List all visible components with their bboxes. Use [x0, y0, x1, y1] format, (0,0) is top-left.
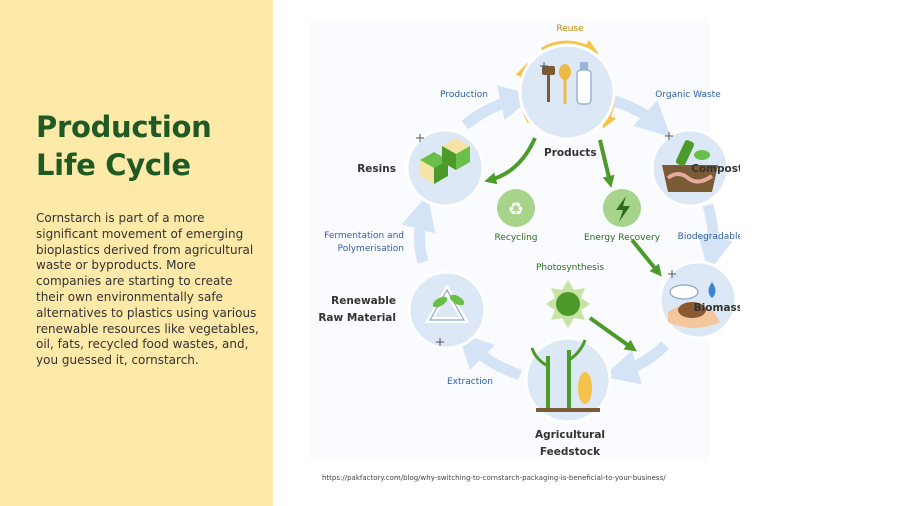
- label-production: Production: [440, 90, 488, 100]
- arrow-resins-to-products: [461, 85, 536, 130]
- arrow-products-to-compost: [608, 94, 671, 138]
- label-biodegradable-visible: Biodegradable: [678, 232, 740, 242]
- arrow-to-energy-recovery: [598, 139, 615, 188]
- cycle-arrows: [401, 85, 733, 385]
- label-products: Products: [544, 147, 597, 159]
- node-renewable-raw-material: [407, 270, 487, 350]
- arrow-compost-to-biomass: [698, 203, 733, 273]
- inner-arrows: [484, 137, 662, 352]
- compost-icon: [662, 140, 718, 192]
- node-agricultural-feedstock: [524, 336, 612, 424]
- resin-cubes-icon: [420, 138, 470, 184]
- label-feedstock-line1: Agricultural: [535, 429, 605, 441]
- arrow-biomass-to-feedstock: [603, 341, 669, 385]
- source-url: https://pakfactory.com/blog/why-switchin…: [322, 474, 666, 482]
- arrow-energy-to-biomass: [630, 238, 662, 277]
- diagram-background: [310, 20, 710, 460]
- node-energy-recovery: [603, 189, 641, 227]
- slide-title: Production Life Cycle: [36, 108, 212, 184]
- arrow-to-recycling: [484, 137, 537, 185]
- node-resins: [405, 128, 485, 208]
- label-compost: Compost: [691, 163, 740, 175]
- sun-icon: [546, 280, 590, 328]
- products-icon: [542, 62, 592, 105]
- node-biomass: [658, 260, 738, 340]
- node-products: [518, 43, 616, 141]
- corn-plant-icon: [530, 339, 600, 412]
- slide-body-text: Cornstarch is part of a more significant…: [36, 211, 259, 368]
- label-biomass: Biomass: [694, 302, 740, 314]
- node-compost: [650, 128, 730, 208]
- sparkle-icon: [668, 270, 676, 278]
- node-recycling: ♻: [497, 189, 535, 227]
- label-recycling: Recycling: [494, 233, 537, 243]
- title-line-1: Production: [36, 110, 212, 144]
- label-fermentation-line1: Fermentation and: [324, 231, 404, 241]
- recycle-leaf-icon: [424, 283, 470, 323]
- label-organic-waste: Organic Waste: [655, 90, 721, 100]
- label-raw-material-line2: Raw Material: [318, 312, 396, 324]
- label-feedstock-line2: Feedstock: [540, 446, 601, 458]
- arrow-photosynthesis-to-feedstock: [588, 316, 637, 352]
- node-photosynthesis: [546, 280, 590, 328]
- sparkle-icon: [540, 62, 548, 70]
- arrow-raw-material-to-resins: [401, 195, 436, 264]
- label-extraction: Extraction: [447, 377, 493, 387]
- recycling-icon: ♻: [508, 199, 524, 220]
- biomass-icon: [668, 282, 720, 328]
- lightning-icon: [616, 196, 630, 222]
- arrow-feedstock-to-raw-material: [457, 332, 522, 381]
- label-fermentation-line2: Polymerisation: [338, 244, 404, 254]
- sparkle-icons: [416, 62, 676, 346]
- label-raw-material-line1: Renewable: [331, 295, 396, 307]
- label-resins: Resins: [357, 163, 396, 175]
- label-energy-recovery: Energy Recovery: [584, 233, 661, 243]
- sparkle-icon: [416, 134, 424, 142]
- sparkle-icon: [436, 338, 444, 346]
- title-line-2: Life Cycle: [36, 148, 191, 182]
- label-reuse: Reuse: [556, 24, 584, 34]
- reuse-arrow-top: [540, 39, 599, 54]
- label-photosynthesis: Photosynthesis: [536, 263, 604, 273]
- life-cycle-diagram: Products Compost Biomass: [310, 20, 740, 460]
- left-panel: [0, 0, 273, 506]
- sparkle-icon: [665, 132, 673, 140]
